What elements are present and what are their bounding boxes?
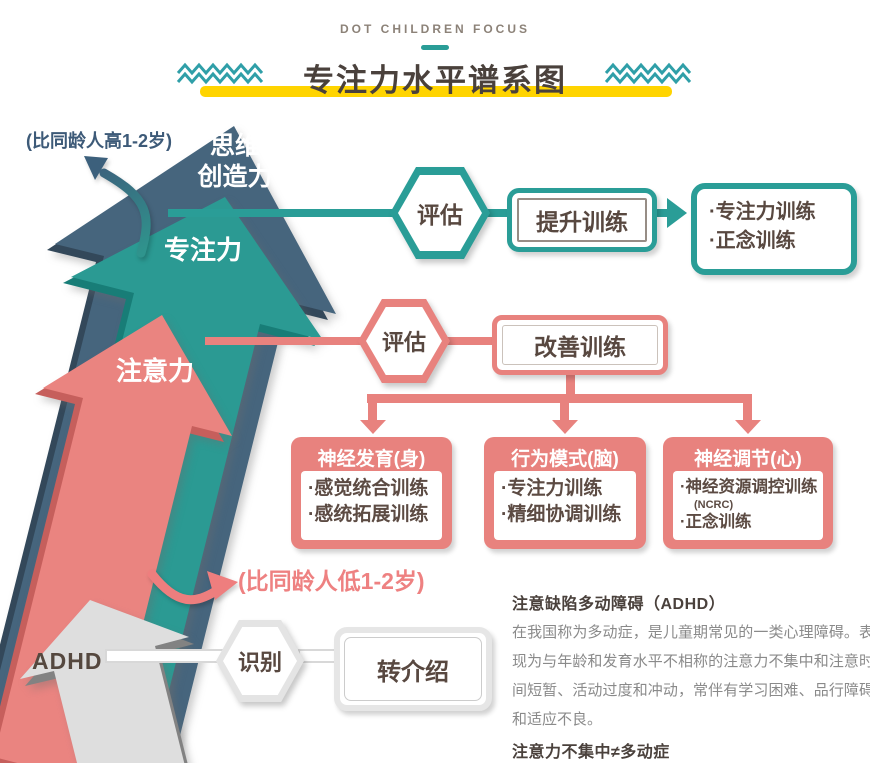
page-title: 专注力水平谱系图 [303,63,567,98]
hexagon-assess-mid: 评估 [358,299,450,383]
info-heading: 注意缺陷多动障碍（ADHD） [512,596,726,613]
info-note: 注意力不集中≠多动症 [512,744,670,761]
annotation-lower-age: (比同龄人低1-2岁) [238,568,425,594]
arrow-adhd [20,600,194,763]
branch-box-mind: 神经调节(心) ·神经资源调控训练 (NCRC) ·正念训练 [663,437,833,549]
brand-text: DOT CHILDREN FOCUS [340,22,530,36]
branch-box-body: 神经发育(身) ·感觉统合训练 ·感统拓展训练 [291,437,452,549]
curved-arrow-up-icon [84,156,151,258]
zigzag-right-icon [604,62,692,85]
box-result-trainings: ·专注力训练 ·正念训练 [691,183,857,275]
box-lift-training: 提升训练 [507,188,657,252]
label-focus: 专注力 [164,235,243,265]
hexagon-assess-top: 评估 [390,167,490,259]
connector-lift-result [649,209,669,217]
box-referral: 转介绍 [334,627,492,711]
branch-box-brain: 行为模式(脑) ·专注力训练 ·精细协调训练 [484,437,646,549]
arrowhead-down-icon [735,420,761,434]
connector-adhd-identify [105,649,227,663]
connector-attention-assess [205,337,375,345]
branch-stem [566,363,575,399]
branch-drop-2 [560,401,569,421]
hexagon-identify: 识别 [216,620,304,702]
connector-assess-improve [444,337,498,345]
title-underline-bar [200,86,672,97]
label-attention: 注意力 [116,356,195,386]
box-improve-training: 改善训练 [492,315,668,375]
branch-drop-1 [368,401,377,421]
label-adhd: ADHD [32,648,103,674]
info-paragraph: 在我国称为多动症，是儿童期常见的一类心理障碍。表现为与年龄和发育水平不相称的注意… [512,624,870,728]
brand-dash [421,45,449,50]
branch-drop-3 [743,401,752,421]
annotation-higher-age: (比同龄人高1-2岁) [26,131,173,151]
arrowhead-down-icon [552,420,578,434]
arrowhead-down-icon [360,420,386,434]
connector-focus-assess [168,209,410,217]
zigzag-left-icon [176,62,264,85]
connector-assess-lift [483,209,511,217]
curved-arrow-low-icon [147,569,238,605]
label-thinking-creativity: 思维 创造力 [197,132,273,191]
branch-crossbar [367,394,752,403]
arrowhead-right-icon [667,198,687,228]
